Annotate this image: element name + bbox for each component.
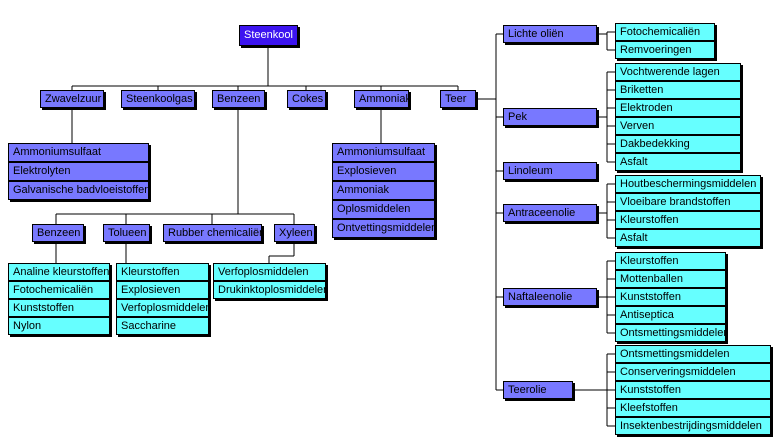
leaf-item: Asfalt (615, 153, 741, 171)
node-steenkoolgas: Steenkoolgas (121, 90, 195, 108)
list-item: Ammoniak (332, 181, 435, 200)
leaf-item: Analine kleurstoffen (8, 263, 110, 281)
leaf-item: Kunststoffen (8, 299, 110, 317)
leaf-item: Houtbeschermingsmiddelen (615, 175, 761, 193)
list-item: Ontvettingsmiddelen (332, 219, 435, 238)
node-benzeen-sub: Benzeen (32, 224, 84, 242)
leaf-item: Drukinktoplosmiddelen (213, 281, 326, 299)
leaf-item: Kunststoffen (615, 381, 771, 399)
leaf-item: Vloeibare brandstoffen (615, 193, 761, 211)
node-xyleen: Xyleen (274, 224, 315, 242)
node-pek: Pek (503, 108, 597, 126)
leaf-item: Nylon (8, 317, 110, 335)
leaf-item: Vochtwerende lagen (615, 63, 741, 81)
node-teer: Teer (440, 90, 476, 108)
list-item: Ammoniumsulfaat (8, 143, 149, 162)
node-linoleum: Linoleum (503, 162, 597, 180)
list-item: Elektrolyten (8, 162, 149, 181)
root-node: Steenkool (239, 25, 298, 46)
leaf-item: Ontsmettingsmiddelen (615, 324, 726, 342)
node-zwavelzuur: Zwavelzuur (40, 90, 104, 108)
leaf-item: Mottenballen (615, 270, 726, 288)
node-rubber-chemicalien: Rubber chemicaliën (163, 224, 262, 242)
node-benzeen: Benzeen (212, 90, 265, 108)
leaf-item: Saccharine (116, 317, 209, 335)
leaf-item: Kunststoffen (615, 288, 726, 306)
leaf-item: Kleurstoffen (615, 211, 761, 229)
list-item: Galvanische badvloeistoffen (8, 181, 149, 200)
list-item: Ammoniumsulfaat (332, 143, 435, 162)
leaf-item: Asfalt (615, 229, 761, 247)
leaf-item: Kleurstoffen (116, 263, 209, 281)
leaf-item: Insektenbestrijdingsmiddelen (615, 417, 771, 435)
leaf-item: Ontsmettingsmiddelen (615, 345, 771, 363)
leaf-item: Fotochemicaliën (615, 23, 715, 41)
leaf-item: Fotochemicaliën (8, 281, 110, 299)
node-cokes: Cokes (287, 90, 326, 108)
node-tolueen: Tolueen (103, 224, 150, 242)
node-antraceenolie: Antraceenolie (503, 204, 597, 222)
leaf-item: Verven (615, 117, 741, 135)
leaf-item: Elektroden (615, 99, 741, 117)
leaf-item: Verfoplosmiddelen (116, 299, 209, 317)
list-item: Explosieven (332, 162, 435, 181)
leaf-item: Kleefstoffen (615, 399, 771, 417)
leaf-item: Antiseptica (615, 306, 726, 324)
leaf-item: Verfoplosmiddelen (213, 263, 326, 281)
leaf-item: Dakbedekking (615, 135, 741, 153)
node-naftaleenolie: Naftaleenolie (503, 288, 597, 306)
list-item: Oplosmiddelen (332, 200, 435, 219)
node-ammoniak: Ammoniak (354, 90, 409, 108)
leaf-item: Conserveringsmiddelen (615, 363, 771, 381)
leaf-item: Remvoeringen (615, 41, 715, 59)
leaf-item: Briketten (615, 81, 741, 99)
leaf-item: Explosieven (116, 281, 209, 299)
node-lichte-olien: Lichte oliën (503, 25, 597, 43)
node-teerolie: Teerolie (503, 381, 573, 399)
leaf-item: Kleurstoffen (615, 252, 726, 270)
